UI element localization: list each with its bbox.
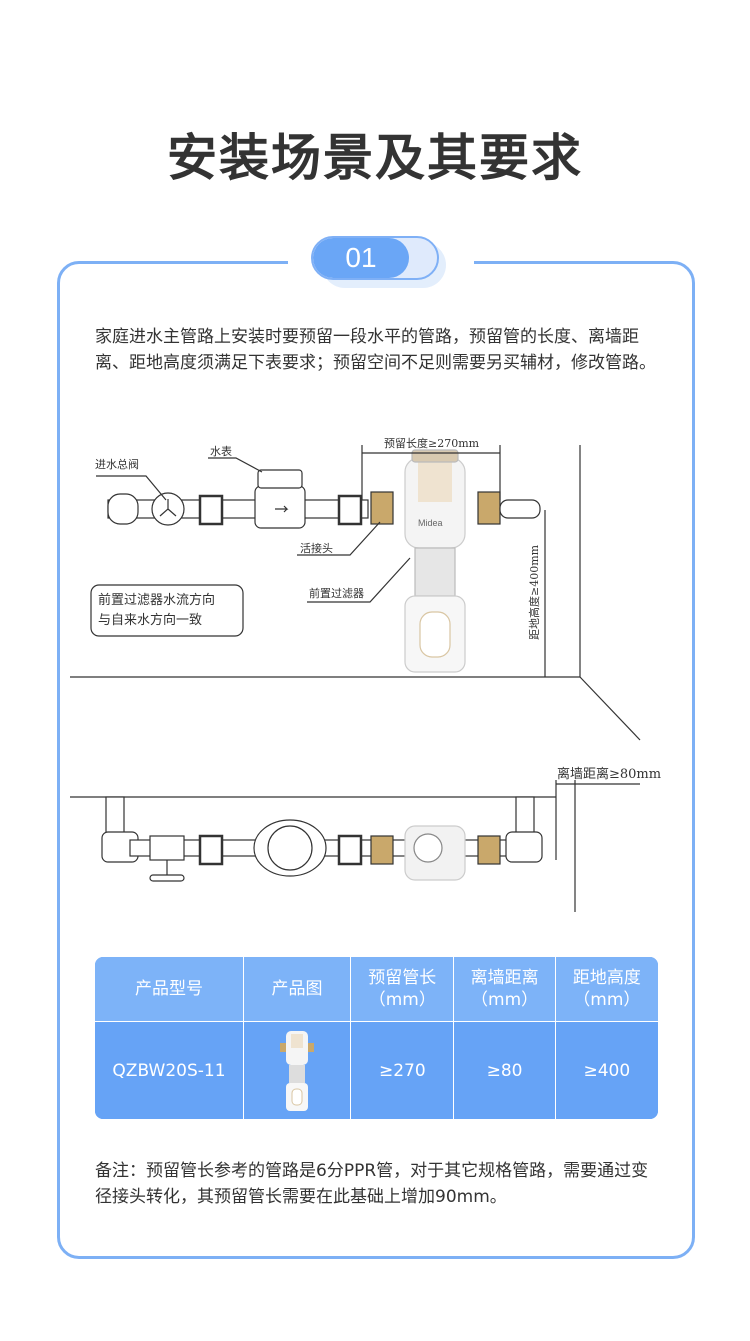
header-model: 产品型号 — [95, 957, 243, 1021]
cell-length: ≥270 — [350, 1022, 453, 1119]
header-image: 产品图 — [242, 957, 350, 1021]
header-wall: 离墙距离（mm） — [453, 957, 554, 1021]
union-left — [198, 494, 224, 526]
header-text: 产品型号 — [134, 979, 203, 999]
label-length: 预留长度≥270mm — [384, 436, 480, 450]
header-text: 预留管长 — [368, 968, 437, 988]
union-right — [337, 494, 363, 526]
table-row: QZBW20S-11 ≥270 ≥80 ≥400 — [95, 1021, 658, 1119]
elbow-right — [505, 831, 543, 863]
cell-product-image — [242, 1022, 350, 1119]
pipe — [107, 499, 369, 519]
step-badge: 01 — [311, 236, 439, 280]
label-water-meter: 水表 — [210, 444, 232, 458]
filter-window — [418, 462, 452, 502]
header-text: 产品图 — [271, 979, 323, 999]
label-union: 活接头 — [300, 542, 333, 555]
flow-note-box — [90, 584, 244, 637]
page-title: 安装场景及其要求 — [167, 129, 583, 187]
wall-corner-line — [579, 676, 641, 741]
note-line-2: 与自来水方向一致 — [98, 612, 202, 628]
spec-table: 产品型号 产品图 预留管长（mm） 离墙距离（mm） 距地高度（mm） QZBW… — [95, 957, 658, 1119]
valve-handle-icon — [159, 499, 177, 517]
water-meter-body — [254, 485, 306, 529]
header-text: 离墙距离 — [470, 968, 539, 988]
header-unit: （mm） — [573, 990, 641, 1010]
cell-wall: ≥80 — [453, 1022, 554, 1119]
top-view-diagram — [70, 780, 640, 912]
label-main-valve: 进水总阀 — [95, 457, 139, 471]
brass-fitting-left — [370, 491, 394, 525]
pipe-up-left — [105, 796, 125, 838]
header-height: 距地高度（mm） — [554, 957, 658, 1021]
intro-text: 家庭进水主管路上安装时要预留一段水平的管路，预留管的长度、离墙距离、距地高度须满… — [95, 327, 656, 373]
valve-top — [149, 835, 185, 861]
brass-fitting-right — [477, 491, 501, 525]
flow-arrow-icon — [275, 505, 289, 513]
water-meter-top — [257, 469, 303, 489]
header-unit: （mm） — [471, 990, 539, 1010]
pipe-right — [499, 499, 541, 519]
header-text: 距地高度 — [572, 968, 641, 988]
cell-height: ≥400 — [554, 1022, 658, 1119]
label-prefilter: 前置过滤器 — [309, 586, 364, 600]
header-length: 预留管长（mm） — [350, 957, 453, 1021]
pipe-end — [107, 493, 139, 525]
brand-logo: Midea — [418, 518, 443, 528]
label-height: 距地高度≥400mm — [527, 544, 541, 640]
pressure-gauge-icon — [413, 833, 443, 863]
front-view-diagram — [70, 445, 641, 741]
filter-cap — [411, 449, 459, 463]
label-wall-distance: 离墙距离≥80mm — [557, 766, 661, 782]
filter-panel — [419, 611, 451, 658]
product-thumbnail — [280, 1030, 315, 1111]
header-unit: （mm） — [368, 990, 436, 1010]
cell-model: QZBW20S-11 — [112, 1060, 226, 1081]
step-number: 01 — [313, 238, 409, 278]
table-header-row: 产品型号 产品图 预留管长（mm） 离墙距离（mm） 距地高度（mm） — [95, 957, 658, 1021]
filter-mesh — [414, 547, 456, 597]
footnote: 备注：预留管长参考的管路是6分PPR管，对于其它规格管路，需要通过变径接头转化，… — [95, 1161, 649, 1207]
note-line-1: 前置过滤器水流方向 — [98, 592, 215, 608]
